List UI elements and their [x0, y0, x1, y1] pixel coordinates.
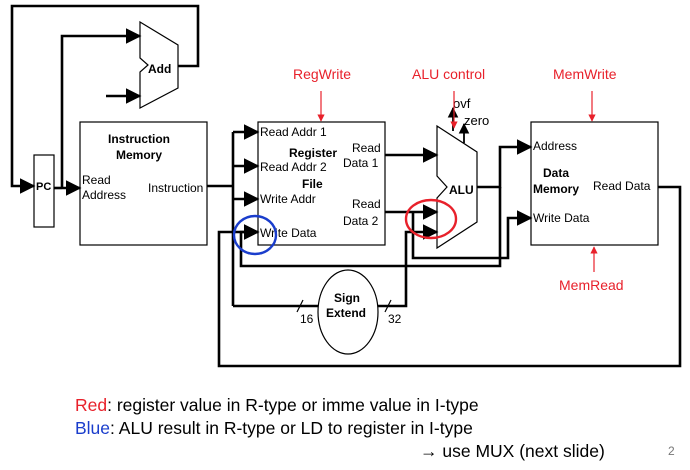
sign-extend-label-2: Extend	[326, 306, 366, 320]
caption-line-3: → use MUX (next slide)	[420, 441, 605, 461]
wire-rd2-to-dmem	[411, 210, 533, 260]
rf-read-data-2b: Data 2	[343, 214, 379, 228]
wire-pc-to-adder	[60, 28, 142, 188]
instruction-memory-block	[79, 121, 208, 246]
memwrite-label: MemWrite	[553, 66, 617, 82]
dmem-title-1: Data	[543, 166, 569, 180]
alu-ovf-label: ovf	[453, 96, 471, 111]
rf-title-2: File	[302, 177, 323, 191]
rf-write-addr: Write Addr	[260, 192, 316, 206]
register-file-block	[257, 121, 386, 246]
caption-line-1: Red: register value in R-type or imme va…	[75, 395, 479, 416]
caption-line-2: Blue: ALU result in R-type or LD to regi…	[75, 418, 473, 439]
alu-label: ALU	[449, 183, 474, 197]
alu-control-label: ALU control	[412, 66, 485, 82]
slide-number: 2	[668, 444, 675, 458]
imem-title-2: Memory	[116, 148, 162, 162]
rf-read-data-1a: Read	[352, 141, 381, 155]
memread-label: MemRead	[559, 277, 624, 293]
rf-title-1: Register	[289, 146, 337, 160]
wires	[10, 4, 682, 368]
wire-adder-to-pc	[10, 4, 200, 194]
caption-red-label: Red	[75, 395, 108, 415]
dmem-title-2: Memory	[533, 182, 579, 196]
imem-read-label-2: Address	[82, 188, 126, 202]
wire-signext-to-alu	[378, 224, 439, 308]
red-highlight-circle	[404, 198, 458, 240]
rf-read-addr-1: Read Addr 1	[260, 125, 327, 139]
rf-write-data: Write Data	[260, 226, 317, 240]
imem-title-1: Instruction	[108, 132, 170, 146]
caption-line-1-text: : register value in R-type or imme value…	[107, 395, 479, 415]
dmem-read-data: Read Data	[593, 179, 651, 193]
bus-slash-16	[296, 299, 304, 313]
rf-read-data-2a: Read	[352, 197, 381, 211]
caption-blue-label: Blue	[75, 418, 111, 438]
wire-alu-to-dmem	[477, 139, 533, 189]
width-16-label: 16	[300, 312, 314, 326]
sign-extend-label-1: Sign	[334, 291, 360, 305]
bus-slash-32	[384, 299, 392, 313]
blue-highlight-circle	[232, 214, 278, 256]
data-memory-block	[530, 121, 659, 246]
wire-dmem-to-writedata	[217, 185, 682, 368]
imem-read-label-1: Read	[82, 173, 111, 187]
dmem-write-data: Write Data	[533, 211, 590, 225]
pc-label: PC	[36, 181, 51, 193]
adder-label: Add	[148, 62, 171, 76]
width-32-label: 32	[388, 312, 402, 326]
imem-instruction-label: Instruction	[148, 181, 203, 195]
caption-line-2-text: : ALU result in R-type or LD to register…	[110, 418, 473, 438]
rf-read-data-1b: Data 1	[343, 156, 379, 170]
sign-extend-block	[317, 269, 379, 355]
rf-read-addr-2: Read Addr 2	[260, 160, 327, 174]
dmem-address: Address	[533, 139, 577, 153]
regwrite-label: RegWrite	[293, 66, 351, 82]
alu-zero-label: zero	[464, 113, 489, 128]
alu-block	[436, 124, 478, 250]
